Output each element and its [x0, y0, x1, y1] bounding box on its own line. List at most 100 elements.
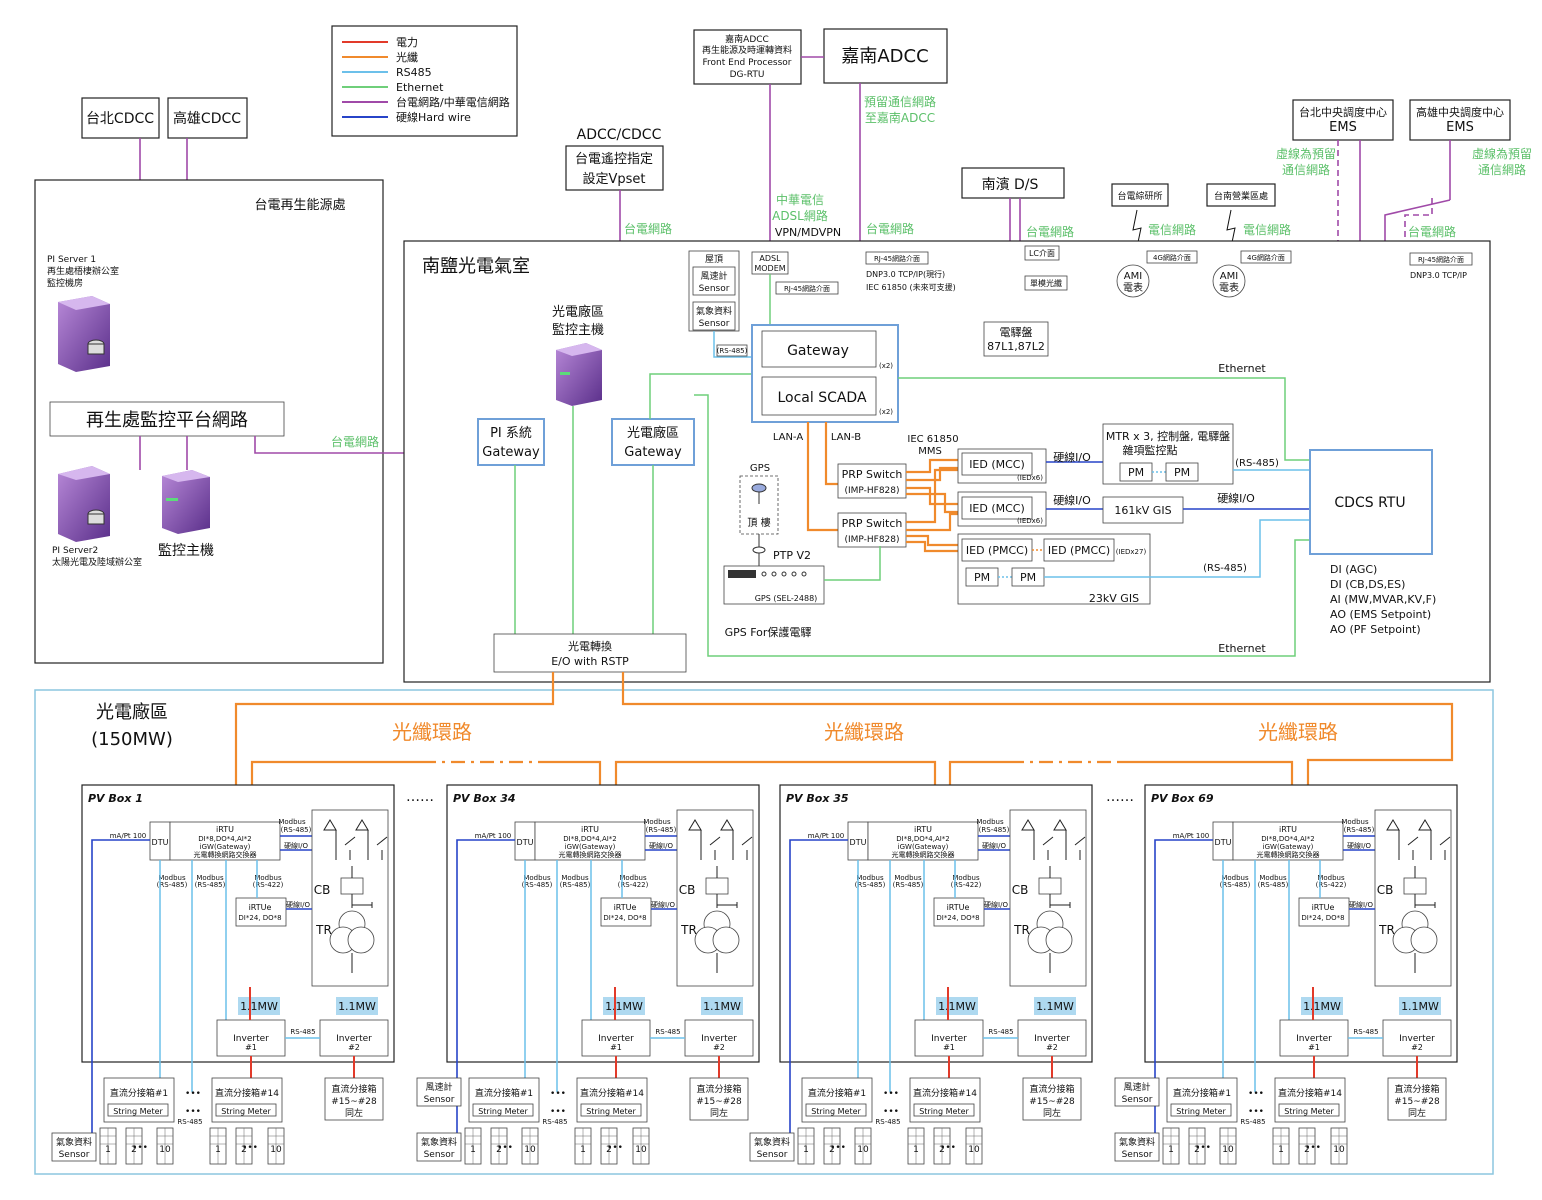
capacity-badge-2	[336, 997, 378, 1015]
pv-string-label: 10	[524, 1145, 536, 1155]
relay-label-2: 87L1,87L2	[987, 340, 1045, 353]
rs485-combiner: RS-485	[875, 1118, 900, 1126]
mtr-label-1: MTR x 3, 控制盤, 電驛盤	[1106, 429, 1230, 443]
inverter-label-2: Inverter	[1399, 1034, 1435, 1044]
iedx6-2: (IEDx6)	[1017, 517, 1043, 525]
cb-label: CB	[314, 883, 331, 897]
irtu-label-3: iGW(Gateway)	[565, 843, 616, 851]
eo-label-1: 光電轉換	[568, 639, 612, 653]
rs485-combiner: RS-485	[542, 1118, 567, 1126]
kaohsiung-cdcc-label: 高雄CDCC	[173, 110, 241, 127]
eo-label-2: E/O with RSTP	[551, 655, 629, 668]
rs485-gis23: (RS-485)	[1203, 563, 1247, 574]
ma-label: mA/Pt 100	[1173, 832, 1210, 840]
combiner15-label-1: 直流分接箱	[696, 1083, 741, 1095]
pv-string-label: 1	[105, 1145, 111, 1155]
virtual-label-1: 虛線為預留	[1276, 146, 1336, 161]
rs485-inv: RS-485	[290, 1028, 315, 1036]
irtue-label-2: DI*24, DO*8	[1301, 914, 1344, 922]
string-dots-2: •••	[1305, 1143, 1321, 1153]
combiner-dots: •••	[550, 1089, 566, 1099]
cb-label: CB	[1377, 883, 1394, 897]
research-box	[1111, 183, 1169, 207]
combiner-15-28	[1387, 1077, 1447, 1121]
taipower-net-label-1: 台電網路	[331, 434, 379, 449]
modbus-rs422: (RS-422)	[951, 881, 982, 889]
ma-label: mA/Pt 100	[808, 832, 845, 840]
combiner-15-28	[689, 1077, 749, 1121]
string-meter-14	[1278, 1103, 1340, 1117]
modbus-rs485-1: (RS-485)	[1344, 826, 1375, 834]
pv-string-label: 10	[1222, 1145, 1234, 1155]
pi-gateway-label-1: PI 系統	[490, 426, 532, 441]
roof-top-label: 頂 樓	[747, 516, 770, 529]
switch-icon	[1033, 830, 1086, 860]
cdcs-di-cb: DI (CB,DS,ES)	[1330, 578, 1405, 591]
weather-label-1: 氣象資料	[56, 1136, 92, 1148]
disconnect-icon	[688, 819, 734, 831]
cht-label-2: ADSL網路	[772, 208, 828, 223]
renewable-title: 台電再生能源處	[254, 198, 345, 213]
gis161-box	[1102, 496, 1184, 524]
ied-mcc-label-1: IED (MCC)	[969, 458, 1025, 471]
pv-string-label: 2	[241, 1145, 247, 1155]
rs485-inv: RS-485	[1353, 1028, 1378, 1036]
weather-label-2: Sensor	[757, 1150, 788, 1160]
pi-gateway-box	[477, 418, 545, 466]
string-dots-1: •••	[830, 1143, 846, 1153]
modbus-rs485-3: (RS-485)	[195, 881, 226, 889]
ma-label: mA/Pt 100	[475, 832, 512, 840]
inverter-no-2: #2	[348, 1043, 360, 1052]
combiner-label-14: 直流分接箱#14	[1278, 1087, 1342, 1099]
scada-label: Local SCADA	[777, 390, 867, 406]
hardwire-line	[91, 839, 150, 1140]
modbus-rs485-1: (RS-485)	[979, 826, 1010, 834]
weather-label-2: Sensor	[59, 1150, 90, 1160]
modbus-label-1: Modbus	[1341, 818, 1369, 826]
capacity-badge-2	[1034, 997, 1076, 1015]
combiner-dots: •••	[185, 1089, 201, 1099]
ems-south-label-1: 高雄中央調度中心	[1416, 105, 1504, 119]
switch-icon	[1398, 830, 1451, 860]
ami-meter-1	[1116, 264, 1150, 298]
irtu-label-2: DI*8,DO*4,AI*2	[1261, 835, 1315, 843]
lan-a-label: LAN-A	[773, 432, 804, 443]
weather-sensor	[51, 1132, 97, 1162]
gis23-label: 23kV GIS	[1089, 592, 1139, 605]
inverter-no-1: #1	[245, 1043, 257, 1052]
iec-label-2: MMS	[918, 446, 942, 457]
pv-string-label: 2	[496, 1145, 502, 1155]
string-meter-14	[215, 1103, 277, 1117]
prp-switch-1	[837, 463, 907, 499]
modbus-label-4: Modbus	[254, 874, 282, 882]
nanbin-ds-box	[961, 167, 1065, 199]
modbus-rs485-1: (RS-485)	[646, 826, 677, 834]
pv-string-label: 2	[1304, 1145, 1310, 1155]
iedx6-1: (IEDx6)	[1017, 474, 1043, 482]
ptp-label: PTP V2	[773, 549, 811, 562]
pi-server1-label: PI Server 1	[47, 255, 96, 265]
fep-label-4: DG-RTU	[730, 70, 765, 80]
platform-network-label: 再生處監控平台網路	[86, 410, 248, 431]
pi-server1-desc: 再生處梧棲辦公室	[47, 265, 119, 277]
cb-icon	[340, 877, 364, 895]
jianan-adcc-box	[823, 28, 948, 84]
monitor-host-label: 監控主機	[158, 542, 214, 559]
capacity-badge-1	[603, 997, 645, 1015]
pi-gateway-label-2: Gateway	[482, 445, 540, 460]
pv-string-label: 1	[1278, 1145, 1284, 1155]
irtu-label-4: 光電轉換網路交換器	[559, 850, 622, 859]
virtual-label-2: 通信網路	[1282, 162, 1330, 177]
pv-string-label: 1	[1168, 1145, 1174, 1155]
roof-label: 屋頂	[705, 254, 723, 265]
inverter-label-2: Inverter	[701, 1034, 737, 1044]
modbus-label-1: Modbus	[643, 818, 671, 826]
legend-network: 台電網路/中華電信網路	[396, 95, 510, 109]
switch-icon	[335, 830, 388, 860]
cdcs-ai: AI (MW,MVAR,KV,F)	[1330, 593, 1436, 606]
vpset-label-2: 設定Vpset	[582, 171, 645, 187]
pv-host-label-2: 監控主機	[552, 322, 604, 338]
modbus-label-2: Modbus	[1221, 874, 1249, 882]
fep-label-3: Front End Processor	[703, 58, 792, 68]
capacity-badge-2	[701, 997, 743, 1015]
